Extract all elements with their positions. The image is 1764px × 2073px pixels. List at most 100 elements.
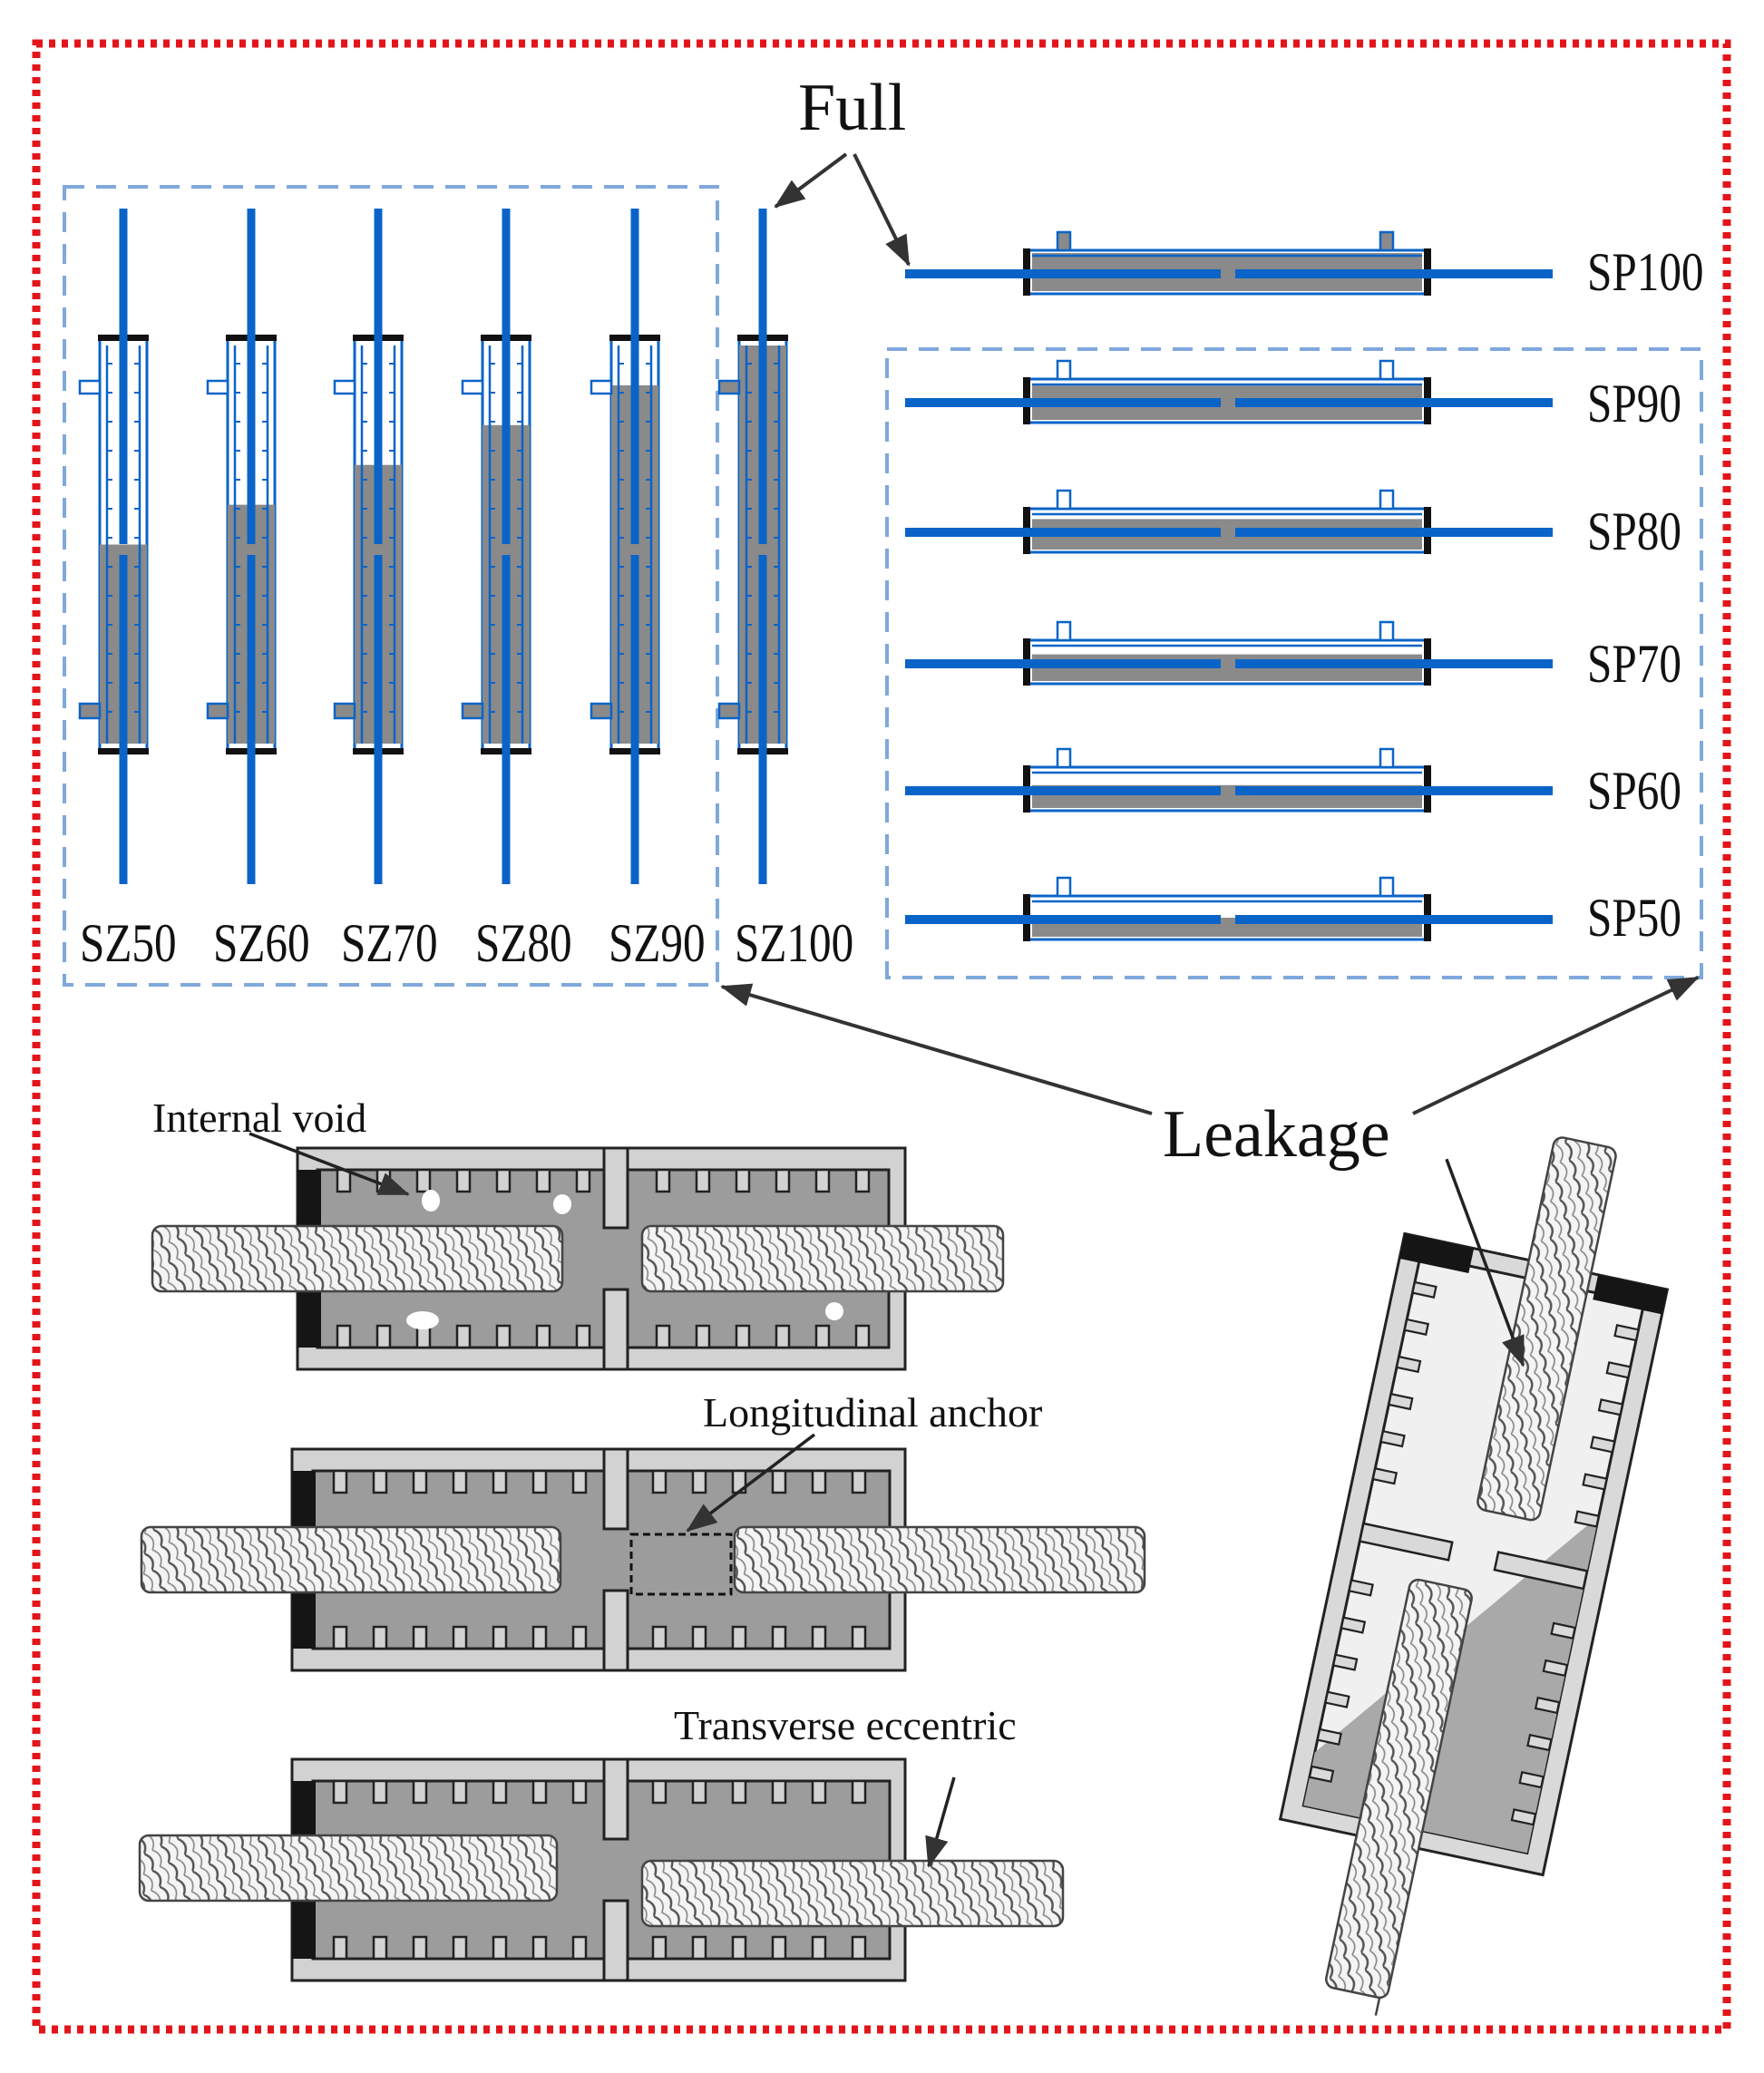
- vertical-specimen-sz70: [333, 209, 404, 884]
- sleeve-tooth: [651, 1469, 668, 1494]
- full-label: Full: [798, 71, 907, 145]
- sleeve-tooth: [415, 1168, 432, 1193]
- sleeve-tooth: [1308, 1765, 1335, 1784]
- sleeve-tooth: [735, 1168, 751, 1193]
- sleeve-tooth: [495, 1324, 512, 1349]
- inlet-port: [1056, 876, 1072, 898]
- inlet-port: [590, 702, 613, 720]
- sleeve-tooth: [372, 1469, 388, 1494]
- sleeve-tooth: [452, 1779, 468, 1805]
- outlet-port: [1379, 747, 1395, 769]
- outlet-port: [1379, 620, 1395, 642]
- inlet-port: [1056, 230, 1072, 252]
- sleeve-tooth: [655, 1324, 671, 1349]
- sleeve-tooth: [1550, 1621, 1576, 1640]
- leakage-arrow-to-vertical-group: [720, 983, 1153, 1115]
- horizontal-leakage-group-frame: [885, 347, 1703, 979]
- sleeve-tooth: [1379, 1429, 1406, 1448]
- sleeve-tooth: [854, 1324, 871, 1349]
- sleeve-tooth: [691, 1625, 707, 1650]
- sp90-label: SP90: [1587, 374, 1681, 433]
- sz80-label: SZ80: [475, 913, 572, 973]
- outlet-port: [206, 379, 229, 395]
- horizontal-specimen-sp80: [905, 489, 1553, 554]
- inlet-port: [78, 702, 102, 720]
- sleeve-tooth: [336, 1168, 352, 1193]
- sp70-label: SP70: [1587, 634, 1681, 694]
- rebar-left: [140, 1525, 562, 1594]
- sleeve-tooth: [535, 1168, 551, 1193]
- sleeve-tooth: [571, 1779, 588, 1805]
- sleeve-tooth: [492, 1935, 508, 1961]
- sleeve-tooth: [1542, 1659, 1569, 1678]
- outlet-port: [1379, 489, 1395, 511]
- sleeve-tooth: [372, 1625, 388, 1650]
- sz100-label: SZ100: [735, 913, 854, 973]
- sleeve-tooth: [372, 1935, 388, 1961]
- inlet-port: [1056, 747, 1072, 769]
- vertical-specimen-sz60: [206, 209, 277, 884]
- sleeve-tooth: [1340, 1616, 1367, 1634]
- sleeve-tooth: [695, 1168, 711, 1193]
- sp60-label: SP60: [1587, 761, 1681, 821]
- sleeve-tooth: [851, 1625, 867, 1650]
- sleeve-tooth: [531, 1779, 548, 1805]
- sleeve-tooth: [1613, 1324, 1640, 1342]
- sleeve-tooth: [571, 1469, 588, 1494]
- sleeve-tooth: [811, 1469, 827, 1494]
- sleeve-tooth: [1411, 1280, 1438, 1299]
- sp100-label: SP100: [1587, 242, 1704, 302]
- sleeve-tooth: [412, 1779, 428, 1805]
- outlet-port: [590, 379, 613, 395]
- horizontal-specimens: [905, 230, 1553, 941]
- sleeve-tooth: [1371, 1467, 1399, 1485]
- sleeve-tooth: [1331, 1653, 1359, 1671]
- void-bubble: [825, 1302, 843, 1320]
- sleeve-tooth: [492, 1625, 508, 1650]
- sleeve-tooth: [775, 1324, 791, 1349]
- void-bubble: [553, 1194, 571, 1214]
- inlet-port: [206, 702, 229, 720]
- sleeve-tooth: [452, 1469, 468, 1494]
- sleeve-tooth: [375, 1324, 392, 1349]
- inlet-port: [1056, 489, 1072, 511]
- horizontal-specimen-sp60: [905, 747, 1553, 813]
- sleeve-tooth: [1316, 1728, 1342, 1746]
- sleeve-tooth: [1582, 1473, 1608, 1491]
- rebar-lower: [1325, 1578, 1473, 2000]
- longitudinal-anchor-label: Longitudinal anchor: [703, 1389, 1043, 1436]
- sleeve-tooth: [1403, 1318, 1430, 1337]
- sleeve-tooth: [571, 1625, 588, 1650]
- sleeve-tooth: [535, 1324, 551, 1349]
- vertical-specimens: [78, 209, 788, 884]
- inlet-port: [333, 702, 356, 720]
- rebar-upper: [1476, 1136, 1617, 1522]
- vertical-specimen-sz90: [590, 209, 660, 884]
- sleeve-tooth: [1589, 1436, 1616, 1454]
- horizontal-specimen-sp100: [905, 230, 1553, 296]
- sleeve-tooth: [332, 1625, 348, 1650]
- sleeve-tooth: [811, 1779, 827, 1805]
- sleeve-tooth: [735, 1324, 751, 1349]
- anchor-box: [629, 1533, 733, 1596]
- sleeve-tooth: [775, 1168, 791, 1193]
- sleeve-tooth: [691, 1935, 707, 1961]
- sleeve-tooth: [412, 1469, 428, 1494]
- sleeve-tooth: [771, 1625, 787, 1650]
- inlet-port: [461, 702, 484, 720]
- vertical-specimen-sz80: [461, 209, 531, 884]
- sp50-label: SP50: [1587, 888, 1681, 948]
- full-arrow-to-sz100: [774, 152, 848, 209]
- transverse-eccentric-label: Transverse eccentric: [674, 1702, 1017, 1748]
- outer-frame: [32, 39, 1731, 2034]
- sleeve-tooth: [1605, 1361, 1632, 1379]
- void-bubble: [422, 1190, 440, 1212]
- horizontal-specimen-sp70: [905, 620, 1553, 686]
- sleeve-transverse-eccentric: [138, 1757, 1065, 1982]
- sleeve-tooth: [336, 1324, 352, 1349]
- sleeve-tooth: [695, 1324, 711, 1349]
- outlet-port: [333, 379, 356, 395]
- sleeve-tooth: [731, 1779, 747, 1805]
- sleeve-tooth: [332, 1935, 348, 1961]
- internal-void-label: Internal void: [152, 1095, 367, 1141]
